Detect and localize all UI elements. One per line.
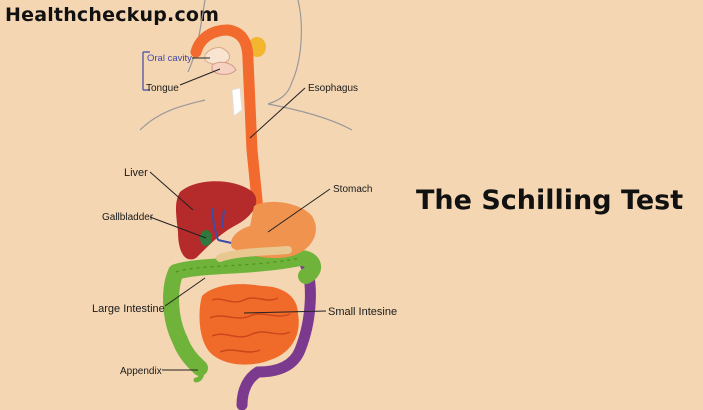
label-stomach: Stomach <box>333 184 372 195</box>
label-large-intestine: Large Intestine <box>92 303 165 315</box>
label-small-intestine: Small Intesine <box>328 306 397 318</box>
leader-tongue <box>180 69 220 85</box>
label-tongue: Tongue <box>146 83 179 94</box>
leader-esophagus <box>250 88 305 138</box>
tongue <box>212 62 236 74</box>
label-gallbladder: Gallbladder <box>102 212 154 223</box>
label-esophagus: Esophagus <box>308 83 358 94</box>
label-appendix: Appendix <box>120 366 162 377</box>
label-liver: Liver <box>124 167 148 179</box>
oral-cavity <box>205 47 229 64</box>
label-oral-cavity: Oral cavity <box>147 53 192 64</box>
page-title: The Schilling Test <box>416 185 683 216</box>
teeth <box>232 88 242 116</box>
small-intestine <box>200 284 299 364</box>
